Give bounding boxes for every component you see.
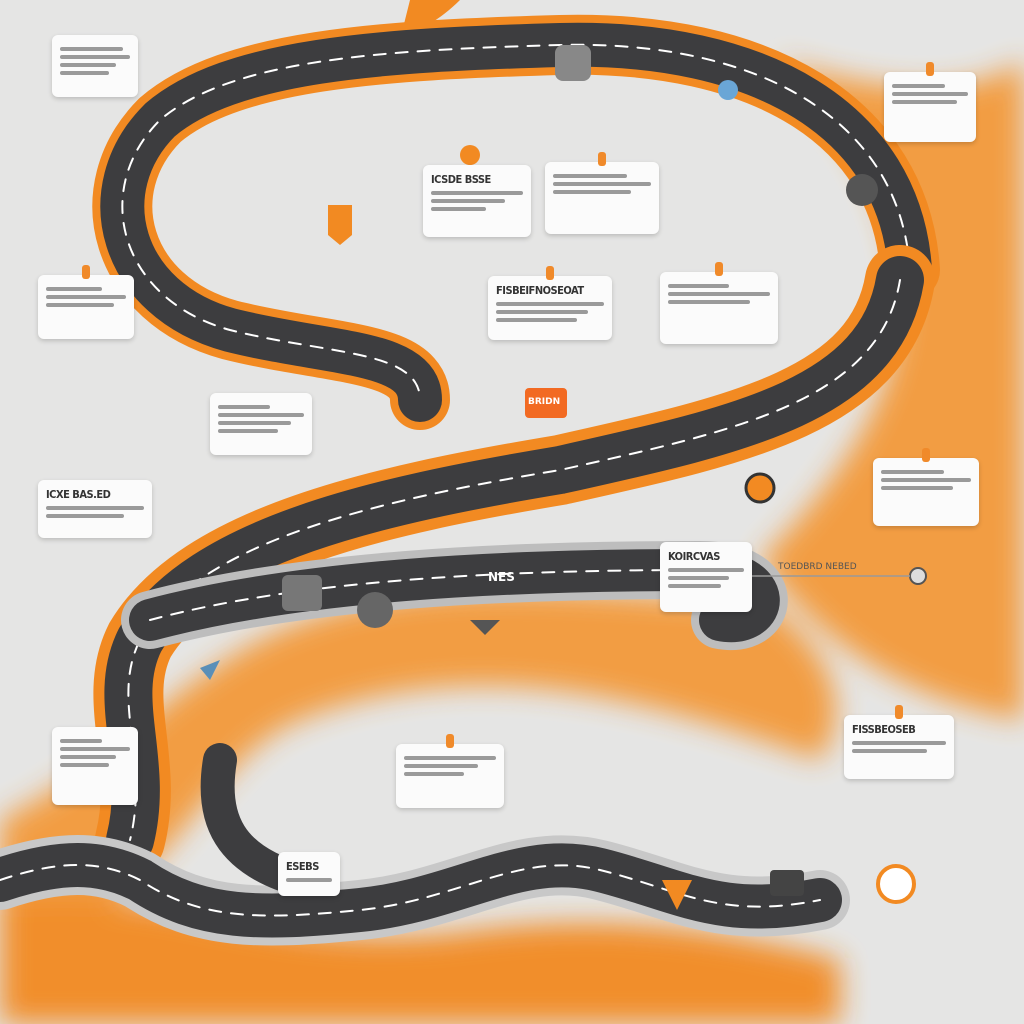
card-title: FISSBEOSEB [852, 723, 916, 736]
road-sign-badge [525, 388, 567, 418]
info-card [396, 734, 504, 808]
info-card [545, 152, 659, 234]
card-title: ICSDE BSSE [431, 173, 491, 186]
info-card [884, 62, 976, 142]
card-title: FISBEIFNOSEOAT [496, 284, 584, 297]
vehicle-icon [357, 592, 393, 628]
side-label: TOEDBRD NEBED [778, 562, 857, 572]
road-sign-icon [555, 45, 591, 81]
target-icon [876, 864, 916, 904]
shield-marker-icon [328, 205, 352, 245]
info-card [52, 727, 138, 805]
info-card: KOIRCVAS [660, 542, 752, 612]
card-title: ICXE BAS.ED [46, 488, 111, 501]
info-card [52, 35, 138, 97]
pin-icon [460, 145, 480, 165]
compass-icon [846, 174, 878, 206]
info-card [873, 448, 979, 526]
info-card [38, 265, 134, 339]
road-text: NES [488, 570, 515, 584]
info-card [210, 393, 312, 455]
flag-icon [662, 880, 692, 910]
card-title: KOIRCVAS [668, 550, 720, 563]
info-card: ESEBS [278, 852, 340, 896]
info-card: ICXE BAS.ED [38, 480, 152, 538]
waypoint-icon [470, 620, 500, 635]
sign-icon [770, 870, 804, 896]
card-title: ESEBS [286, 860, 319, 873]
map-markers [200, 45, 927, 910]
arrow-icon [200, 660, 220, 680]
info-card: FISSBEOSEB [844, 705, 954, 779]
car-icon [744, 472, 776, 504]
info-card: ICSDE BSSE [423, 165, 531, 237]
node-icon [909, 567, 927, 585]
road-sign-label: BRIDN [528, 397, 561, 407]
location-marker-icon [718, 80, 738, 100]
building-icon [282, 575, 322, 611]
info-card: FISBEIFNOSEOAT [488, 266, 612, 340]
info-card [660, 262, 778, 344]
